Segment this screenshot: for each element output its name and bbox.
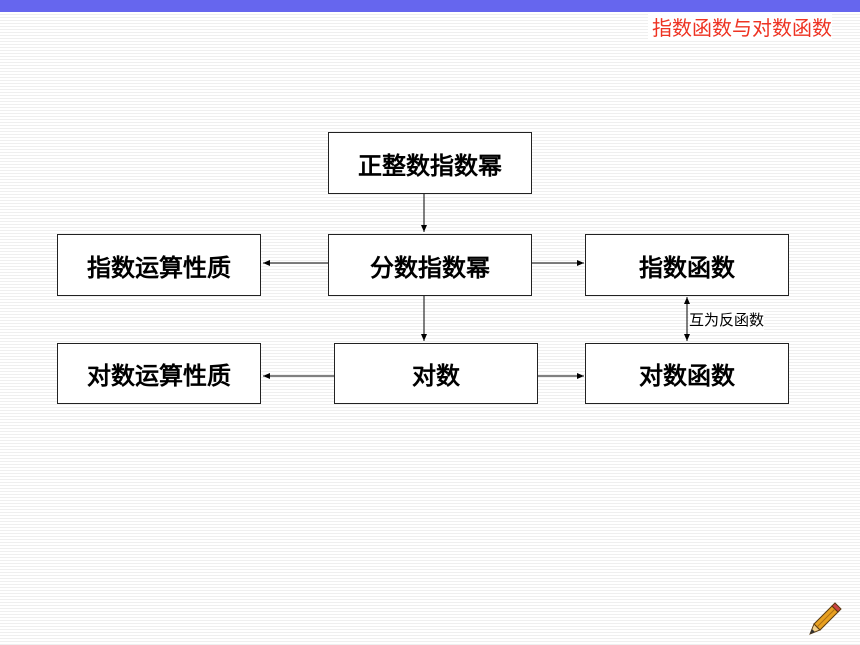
node-label: 指数运算性质 <box>87 253 231 282</box>
top-bar <box>0 0 860 12</box>
node-exponent-properties: 指数运算性质 <box>57 234 261 296</box>
node-positive-integer-power: 正整数指数幂 <box>328 132 532 194</box>
node-label: 分数指数幂 <box>370 253 490 282</box>
node-label: 对数函数 <box>639 362 735 390</box>
node-logarithm: 对数 <box>334 343 538 404</box>
node-label: 指数函数 <box>639 253 735 282</box>
node-exponential-function: 指数函数 <box>585 234 789 296</box>
inverse-function-label: 互为反函数 <box>689 309 765 330</box>
node-log-function: 对数函数 <box>585 343 789 404</box>
node-label: 正整数指数幂 <box>358 151 502 180</box>
slide-title: 指数函数与对数函数 <box>648 12 832 41</box>
node-log-properties: 对数运算性质 <box>57 343 261 404</box>
node-label: 对数运算性质 <box>87 362 231 390</box>
node-label: 对数 <box>412 362 460 390</box>
node-fractional-power: 分数指数幂 <box>328 234 532 296</box>
pencil-icon[interactable] <box>806 602 842 638</box>
